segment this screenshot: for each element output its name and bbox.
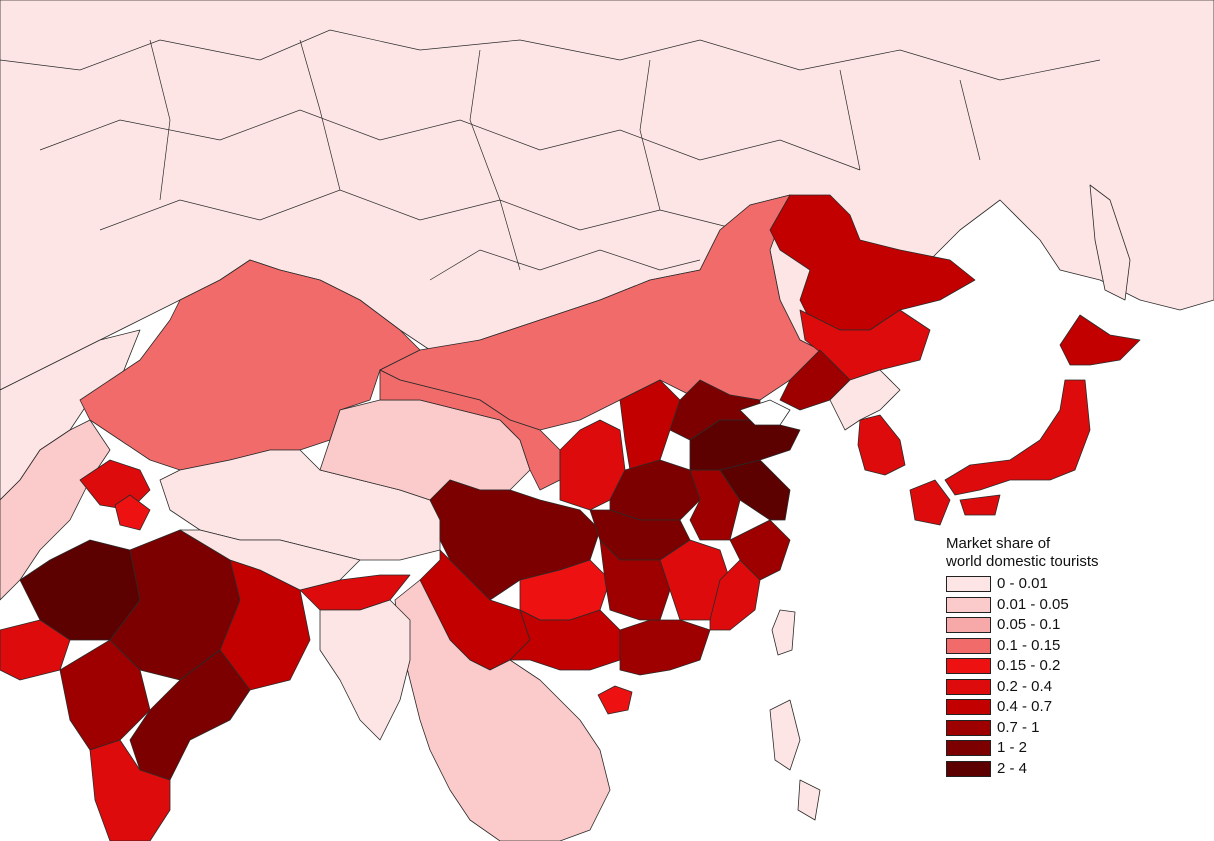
legend-swatch — [946, 658, 991, 675]
legend-title-line1: Market share of — [946, 535, 1051, 552]
legend-label: 0.7 - 1 — [997, 718, 1040, 736]
legend-swatch — [946, 617, 991, 634]
region-kamchatka — [1089, 184, 1131, 301]
region-taiwan — [771, 609, 796, 656]
legend-rows: 0 - 0.01 0.01 - 0.05 0.05 - 0.1 0.1 - 0.15 0… — [946, 574, 1146, 779]
legend-swatch — [946, 596, 991, 613]
region-pakistan-afghanistan — [0, 419, 111, 601]
legend-swatch — [946, 699, 991, 716]
legend-item: 0.05 - 0.1 — [946, 615, 1146, 636]
region-bangladesh-myanmar — [319, 599, 411, 741]
region-south-india — [89, 739, 171, 841]
legend-item: 0.01 - 0.05 — [946, 595, 1146, 616]
legend-swatch — [946, 576, 991, 593]
region-honshu — [944, 379, 1091, 496]
legend-item: 1 - 2 — [946, 738, 1146, 759]
region-north-korea — [829, 369, 901, 431]
border-lines-north — [0, 29, 1101, 281]
region-gansu — [379, 369, 561, 491]
legend-label: 0.15 - 0.2 — [997, 657, 1061, 675]
region-mainland-se-asia — [394, 579, 611, 841]
region-maharashtra — [59, 639, 151, 751]
legend-item: 0.1 - 0.15 — [946, 636, 1146, 657]
legend-label: 0.01 - 0.05 — [997, 595, 1069, 613]
region-hokkaido — [1059, 314, 1141, 366]
legend-item: 0.2 - 0.4 — [946, 677, 1146, 698]
legend-swatch — [946, 760, 991, 777]
legend-label: 0.1 - 0.15 — [997, 636, 1061, 654]
legend-item: 0.15 - 0.2 — [946, 656, 1146, 677]
legend-label: 2 - 4 — [997, 759, 1028, 777]
legend-swatch — [946, 678, 991, 695]
region-hainan — [597, 685, 633, 715]
region-philippines — [769, 699, 821, 821]
legend-item: 0.4 - 0.7 — [946, 697, 1146, 718]
legend-label: 1 - 2 — [997, 739, 1028, 757]
region-guangdong — [619, 619, 711, 676]
bohai-sea — [739, 399, 791, 426]
legend-label: 0.05 - 0.1 — [997, 616, 1061, 634]
legend-item: 0.7 - 1 — [946, 718, 1146, 739]
legend-item: 0 - 0.01 — [946, 574, 1146, 595]
legend-swatch — [946, 740, 991, 757]
map-legend: Market share of world domestic tourists … — [946, 535, 1146, 779]
legend-label: 0 - 0.01 — [997, 575, 1048, 593]
legend-swatch — [946, 637, 991, 654]
region-andhra — [129, 649, 251, 781]
region-shanxi — [619, 379, 681, 471]
region-hunan — [599, 539, 671, 621]
region-xinjiang — [79, 259, 421, 471]
legend-label: 0.4 - 0.7 — [997, 698, 1053, 716]
legend-swatch — [946, 719, 991, 736]
legend-title: Market share of world domestic tourists — [946, 535, 1146, 571]
region-punjab — [114, 494, 151, 531]
region-nepal-himalaya — [179, 529, 361, 591]
region-guangxi — [509, 609, 621, 671]
legend-item: 2 - 4 — [946, 759, 1146, 780]
region-kyushu-shikoku — [909, 479, 1001, 526]
legend-title-line2: world domestic tourists — [946, 553, 1099, 570]
region-south-korea — [857, 414, 906, 476]
legend-label: 0.2 - 0.4 — [997, 677, 1053, 695]
